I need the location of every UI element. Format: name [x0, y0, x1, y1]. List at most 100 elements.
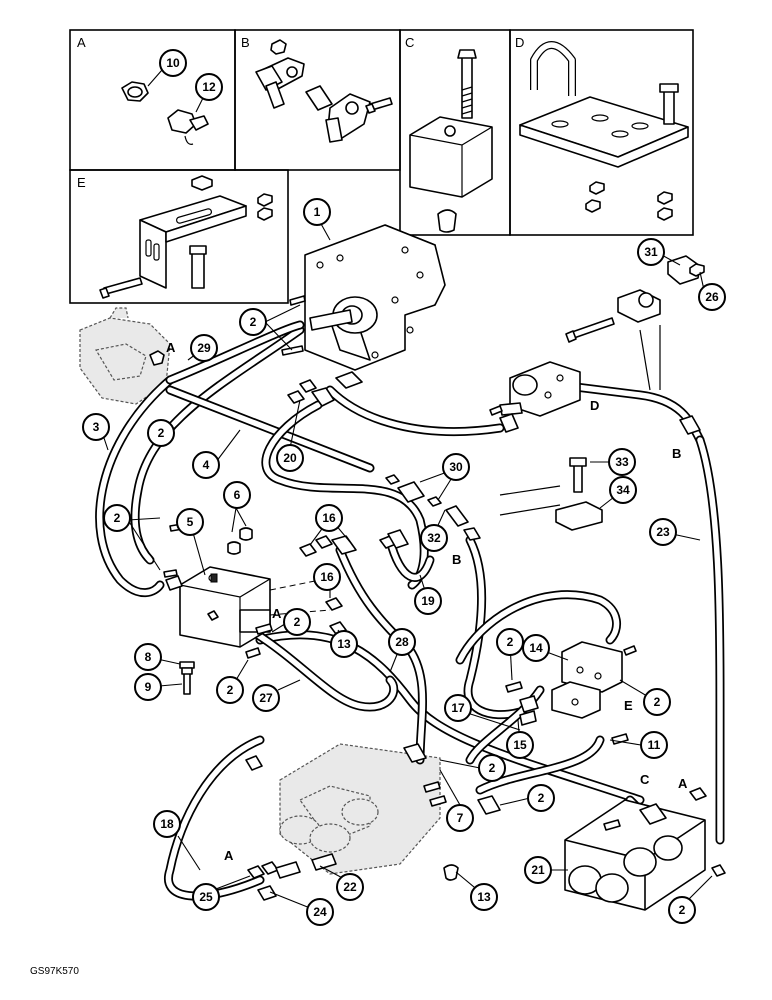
inset-e-parts	[99, 175, 273, 299]
svg-text:34: 34	[616, 483, 630, 497]
callout-6[interactable]: 6	[223, 481, 251, 509]
callout-26[interactable]: 26	[698, 283, 726, 311]
svg-text:28: 28	[395, 635, 409, 649]
callout-19[interactable]: 19	[414, 587, 442, 615]
mounting-plate-edge	[519, 124, 689, 168]
view-letter-c: C	[640, 772, 650, 787]
washer-8	[179, 661, 195, 669]
bracket-side	[139, 219, 167, 289]
clamp-31-26	[565, 255, 705, 391]
callout-9[interactable]: 9	[134, 673, 162, 701]
callout-2-lower-mid[interactable]: 2	[478, 754, 506, 782]
callout-2-midleft[interactable]: 2	[103, 504, 131, 532]
svg-text:5: 5	[187, 515, 194, 529]
washer-e	[191, 175, 213, 191]
elbow-20	[311, 387, 335, 407]
callout-2-left[interactable]: 2	[147, 419, 175, 447]
callout-14[interactable]: 14	[522, 634, 550, 662]
bracket-edge	[165, 205, 247, 243]
fitting-b-right	[679, 415, 701, 435]
svg-text:2: 2	[158, 426, 165, 440]
nut-e2	[257, 207, 273, 221]
callout-1[interactable]: 1	[303, 198, 331, 226]
callout-25[interactable]: 25	[192, 883, 220, 911]
callout-27[interactable]: 27	[252, 684, 280, 712]
svg-text:2: 2	[654, 695, 661, 709]
inset-e-frame	[69, 169, 289, 304]
sleeve-b	[305, 85, 333, 111]
callout-18[interactable]: 18	[153, 810, 181, 838]
callout-8[interactable]: 8	[134, 643, 162, 671]
nut-b	[270, 39, 287, 55]
svg-text:13: 13	[477, 890, 491, 904]
svg-text:2: 2	[250, 315, 257, 329]
callout-13-center[interactable]: 13	[330, 630, 358, 658]
callout-32[interactable]: 32	[420, 524, 448, 552]
callout-4[interactable]: 4	[192, 451, 220, 479]
svg-text:7: 7	[457, 811, 464, 825]
callout-12[interactable]: 12	[195, 73, 223, 101]
callout-16-mid[interactable]: 16	[313, 563, 341, 591]
clamp-lower	[617, 289, 661, 323]
callout-10[interactable]: 10	[159, 49, 187, 77]
block-14-lower	[551, 681, 601, 719]
callout-13-bottom[interactable]: 13	[470, 883, 498, 911]
fitting-b-elbow	[445, 505, 469, 527]
callout-31[interactable]: 31	[637, 238, 665, 266]
bolt-e2-head	[99, 287, 110, 299]
fitting-24	[257, 885, 277, 901]
elbow-16b	[387, 529, 409, 549]
svg-text:2: 2	[538, 791, 545, 805]
callout-2-e[interactable]: 2	[643, 688, 671, 716]
callout-21[interactable]: 21	[524, 856, 552, 884]
valve-block-14	[519, 641, 623, 726]
bolt-clamp	[571, 317, 615, 339]
callout-22[interactable]: 22	[336, 873, 364, 901]
nut-d1	[589, 181, 605, 195]
inset-e-label: E	[77, 175, 86, 190]
callout-3[interactable]: 3	[82, 413, 110, 441]
fitting-c	[639, 803, 667, 825]
callout-2-pump[interactable]: 2	[239, 308, 267, 336]
elbow-16	[331, 535, 357, 555]
svg-text:19: 19	[421, 594, 435, 608]
inset-c-label: C	[405, 35, 414, 50]
inset-d-label: D	[515, 35, 524, 50]
callout-17[interactable]: 17	[444, 694, 472, 722]
callout-2-lower-left[interactable]: 2	[216, 676, 244, 704]
callout-2-bottom-right[interactable]: 2	[668, 896, 696, 924]
callout-16-top[interactable]: 16	[315, 504, 343, 532]
callout-2-center[interactable]: 2	[283, 608, 311, 636]
callout-33[interactable]: 33	[608, 448, 636, 476]
svg-text:27: 27	[259, 691, 273, 705]
pump-bolt-1	[289, 295, 306, 306]
callout-28[interactable]: 28	[388, 628, 416, 656]
svg-text:9: 9	[145, 680, 152, 694]
fitting-25a	[247, 865, 265, 879]
inset-a-parts	[121, 69, 209, 145]
callout-15[interactable]: 15	[506, 731, 534, 759]
bolt-d-shank	[663, 89, 675, 125]
svg-text:12: 12	[202, 80, 216, 94]
control-valve-21	[564, 787, 707, 911]
callout-24[interactable]: 24	[306, 898, 334, 926]
svg-text:3: 3	[93, 420, 100, 434]
callout-11[interactable]: 11	[640, 731, 668, 759]
callout-5[interactable]: 5	[176, 508, 204, 536]
callout-29[interactable]: 29	[190, 334, 218, 362]
callout-20[interactable]: 20	[276, 444, 304, 472]
callout-2-lower-right[interactable]: 2	[527, 784, 555, 812]
callout-7[interactable]: 7	[446, 804, 474, 832]
svg-text:2: 2	[294, 615, 301, 629]
callout-23[interactable]: 23	[649, 518, 677, 546]
svg-text:18: 18	[160, 817, 174, 831]
svg-text:4: 4	[203, 458, 210, 472]
callout-34[interactable]: 34	[609, 476, 637, 504]
svg-text:29: 29	[197, 341, 211, 355]
callout-2-right-mid[interactable]: 2	[496, 628, 524, 656]
flange-right-stem	[325, 117, 343, 143]
view-letter-b-right: B	[672, 446, 681, 461]
flange-left-stem	[265, 81, 285, 109]
callout-30[interactable]: 30	[442, 453, 470, 481]
